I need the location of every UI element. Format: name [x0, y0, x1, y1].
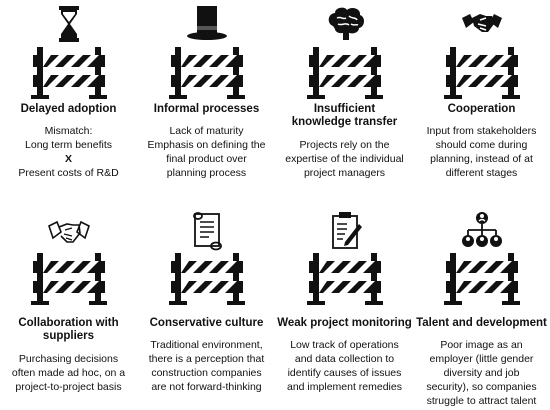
handshake-icon	[413, 4, 550, 44]
item-description-line: Traditional environment,	[150, 339, 263, 351]
item-description-line: and data collection to	[294, 353, 395, 365]
item-description-line: Emphasis on defining the	[147, 139, 266, 151]
item-description-line: struggle to attract talent	[426, 395, 537, 407]
road-barrier-icon	[413, 47, 550, 99]
item-description-line: X	[64, 153, 72, 165]
org-chart-icon	[413, 210, 550, 250]
item-description-line: Projects rely on the	[299, 139, 390, 151]
item-description-line: construction companies	[151, 367, 262, 379]
item-title: Cooperation	[447, 103, 516, 115]
item-description-line: Present costs of R&D	[18, 167, 119, 179]
item-description-line: Mismatch:	[44, 125, 93, 137]
handshake-outline-icon	[0, 212, 137, 252]
item-description-line: different stages	[445, 167, 518, 179]
item-title: Insufficient knowledge transfer	[291, 103, 398, 128]
item-description-line: and implement remedies	[287, 381, 402, 393]
item-description-line: project managers	[303, 167, 386, 179]
road-barrier-icon	[0, 253, 137, 305]
road-barrier-icon	[413, 253, 550, 305]
item-description: Mismatch: Long term benefits X Present c…	[0, 124, 137, 180]
item-description: Poor image as an employer (little gender…	[413, 338, 550, 408]
clipboard-icon	[276, 210, 413, 250]
item-title: Informal processes	[153, 103, 260, 115]
item-description-line: Long term benefits	[25, 139, 112, 151]
road-barrier-icon	[138, 253, 275, 305]
item-description: Input from stakeholders should come duri…	[413, 124, 550, 180]
item-description-line: planning process	[166, 167, 247, 179]
item-description: Lack of maturity Emphasis on defining th…	[138, 124, 275, 180]
item-description-line: there is a perception that	[148, 353, 265, 365]
item-description-line: Purchasing decisions	[18, 353, 119, 365]
item-description-line: security), so companies	[426, 381, 537, 393]
item-title: Collaboration with suppliers	[18, 317, 119, 342]
item-description-line: employer (little gender	[429, 353, 534, 365]
item-description-line: identify causes of issues	[287, 367, 402, 379]
item-description-line: Input from stakeholders	[426, 125, 537, 137]
item-description-line: are not forward-thinking	[151, 381, 262, 393]
item-description-line: project-to-project basis	[15, 381, 122, 393]
item-description: Low track of operations and data collect…	[276, 338, 413, 394]
item-description-line: Poor image as an	[440, 339, 523, 351]
item-title: Talent and development	[416, 317, 547, 329]
item-title: Weak project monitoring	[277, 317, 412, 329]
road-barrier-icon	[276, 253, 413, 305]
item-description-line: final product over	[166, 153, 247, 165]
brain-icon	[276, 4, 413, 44]
road-barrier-icon	[138, 47, 275, 99]
item-title: Conservative culture	[149, 317, 264, 329]
item-description: Purchasing decisions often made ad hoc, …	[0, 352, 137, 394]
scroll-icon	[138, 210, 275, 251]
road-barrier-icon	[276, 47, 413, 99]
item-description-line: often made ad hoc, on a	[11, 367, 126, 379]
item-description-line: should come during	[435, 139, 528, 151]
item-description-line: diversity and job	[443, 367, 520, 379]
item-title: Delayed adoption	[20, 103, 117, 115]
top-hat-icon	[138, 4, 275, 44]
item-description-line: Lack of maturity	[169, 125, 244, 137]
item-description-line: Low track of operations	[290, 339, 399, 351]
item-description: Traditional environment, there is a perc…	[138, 338, 275, 394]
road-barrier-icon	[0, 47, 137, 99]
item-description-line: expertise of the individual	[285, 153, 404, 165]
item-description-line: planning, instead of at	[430, 153, 533, 165]
item-description: Projects rely on the expertise of the in…	[276, 138, 413, 180]
hourglass-icon	[0, 4, 137, 44]
